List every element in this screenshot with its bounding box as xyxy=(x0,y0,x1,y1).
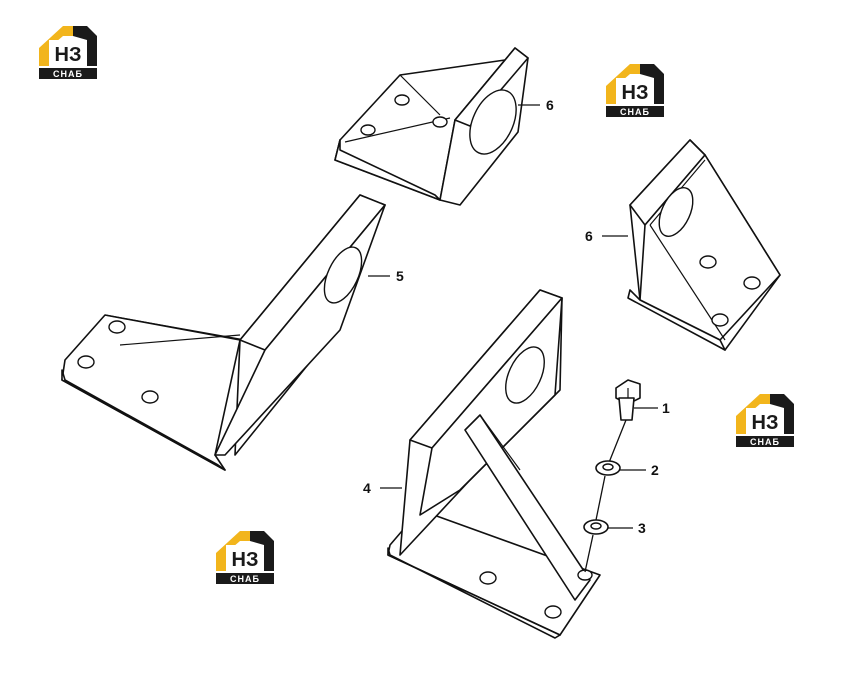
bracket-part-5 xyxy=(61,194,386,471)
logo-subtitle: СНАБ xyxy=(750,437,780,447)
callout-5: 5 xyxy=(368,268,404,284)
callout-6-top: 6 xyxy=(518,97,554,113)
logo-graphic: НЗ СНАБ xyxy=(39,26,97,79)
callout-label: 4 xyxy=(363,480,371,496)
bracket-part-4 xyxy=(387,289,601,639)
bolt-part-1 xyxy=(607,379,641,466)
logo-graphic: НЗ СНАБ xyxy=(736,394,794,447)
washer-part-2 xyxy=(595,460,621,521)
callout-4: 4 xyxy=(363,480,402,496)
watermark-logo: НЗ СНАБ xyxy=(734,390,796,448)
washer-part-3 xyxy=(583,519,609,573)
callout-1: 1 xyxy=(634,400,670,416)
logo-mark: НЗ xyxy=(622,82,649,104)
callout-6-right: 6 xyxy=(585,228,628,244)
callout-label: 1 xyxy=(662,400,670,416)
callout-label: 2 xyxy=(651,462,659,478)
logo-subtitle: СНАБ xyxy=(620,107,650,117)
logo-mark: НЗ xyxy=(752,412,779,434)
logo-graphic: НЗ СНАБ xyxy=(606,64,664,117)
watermark-logo: НЗ СНАБ xyxy=(214,527,276,585)
callout-label: 6 xyxy=(546,97,554,113)
logo-subtitle: СНАБ xyxy=(230,574,260,584)
callout-label: 3 xyxy=(638,520,646,536)
callout-label: 6 xyxy=(585,228,593,244)
bracket-part-6-top xyxy=(334,47,529,206)
logo-mark: НЗ xyxy=(55,44,82,66)
bracket-part-6-right xyxy=(627,139,781,351)
callout-2: 2 xyxy=(620,462,659,478)
callout-label: 5 xyxy=(396,268,404,284)
logo-subtitle: СНАБ xyxy=(53,69,83,79)
watermark-logo: НЗ СНАБ xyxy=(37,22,99,80)
logo-graphic: НЗ СНАБ xyxy=(216,531,274,584)
callout-3: 3 xyxy=(608,520,646,536)
watermark-logo: НЗ СНАБ xyxy=(604,60,666,118)
logo-mark: НЗ xyxy=(232,549,259,571)
